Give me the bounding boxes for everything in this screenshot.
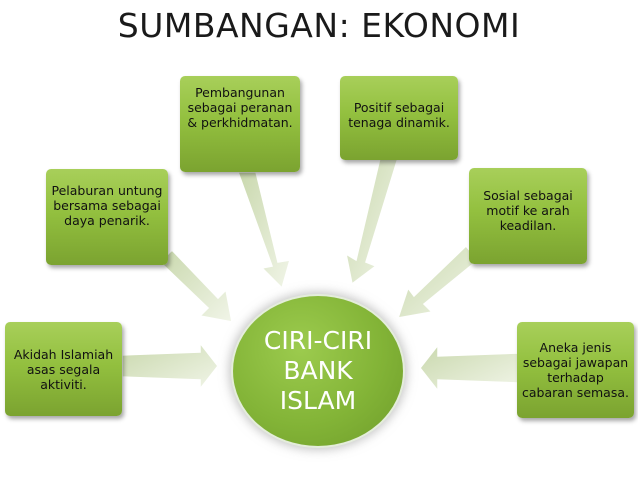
box-pembangunan: Pembangunan sebagai peranan & perkhidmat…	[180, 76, 300, 172]
center-label: CIRI-CIRI BANK ISLAM	[263, 326, 373, 415]
arrow-akidah	[121, 340, 219, 392]
box-aneka: Aneka jenis sebagai jawapan terhadap cab…	[517, 322, 634, 418]
center-circle: CIRI-CIRI BANK ISLAM	[233, 296, 403, 446]
arrow-pelaburan	[158, 248, 233, 323]
box-positif-text: Positif sebagai tenaga dinamik.	[348, 100, 450, 130]
arrow-aneka	[419, 342, 519, 394]
box-akidah: Akidah Islamiah asas segala aktiviti.	[5, 322, 122, 416]
arrow-pembangunan	[236, 171, 292, 290]
arrow-sosial	[396, 244, 480, 319]
box-sosial-text: Sosial sebagai motif ke arah keadilan.	[483, 188, 573, 233]
box-pelaburan-text: Pelaburan untung bersama sebagai daya pe…	[51, 183, 163, 228]
box-pelaburan: Pelaburan untung bersama sebagai daya pe…	[46, 169, 168, 265]
box-aneka-text: Aneka jenis sebagai jawapan terhadap cab…	[521, 340, 629, 400]
box-pembangunan-text: Pembangunan sebagai peranan & perkhidmat…	[187, 85, 293, 130]
page-title: SUMBANGAN: EKONOMI	[117, 6, 521, 45]
box-akidah-text: Akidah Islamiah asas segala aktiviti.	[13, 346, 114, 392]
arrow-positif	[344, 157, 400, 286]
box-sosial: Sosial sebagai motif ke arah keadilan.	[469, 168, 587, 264]
box-positif: Positif sebagai tenaga dinamik.	[340, 76, 458, 160]
